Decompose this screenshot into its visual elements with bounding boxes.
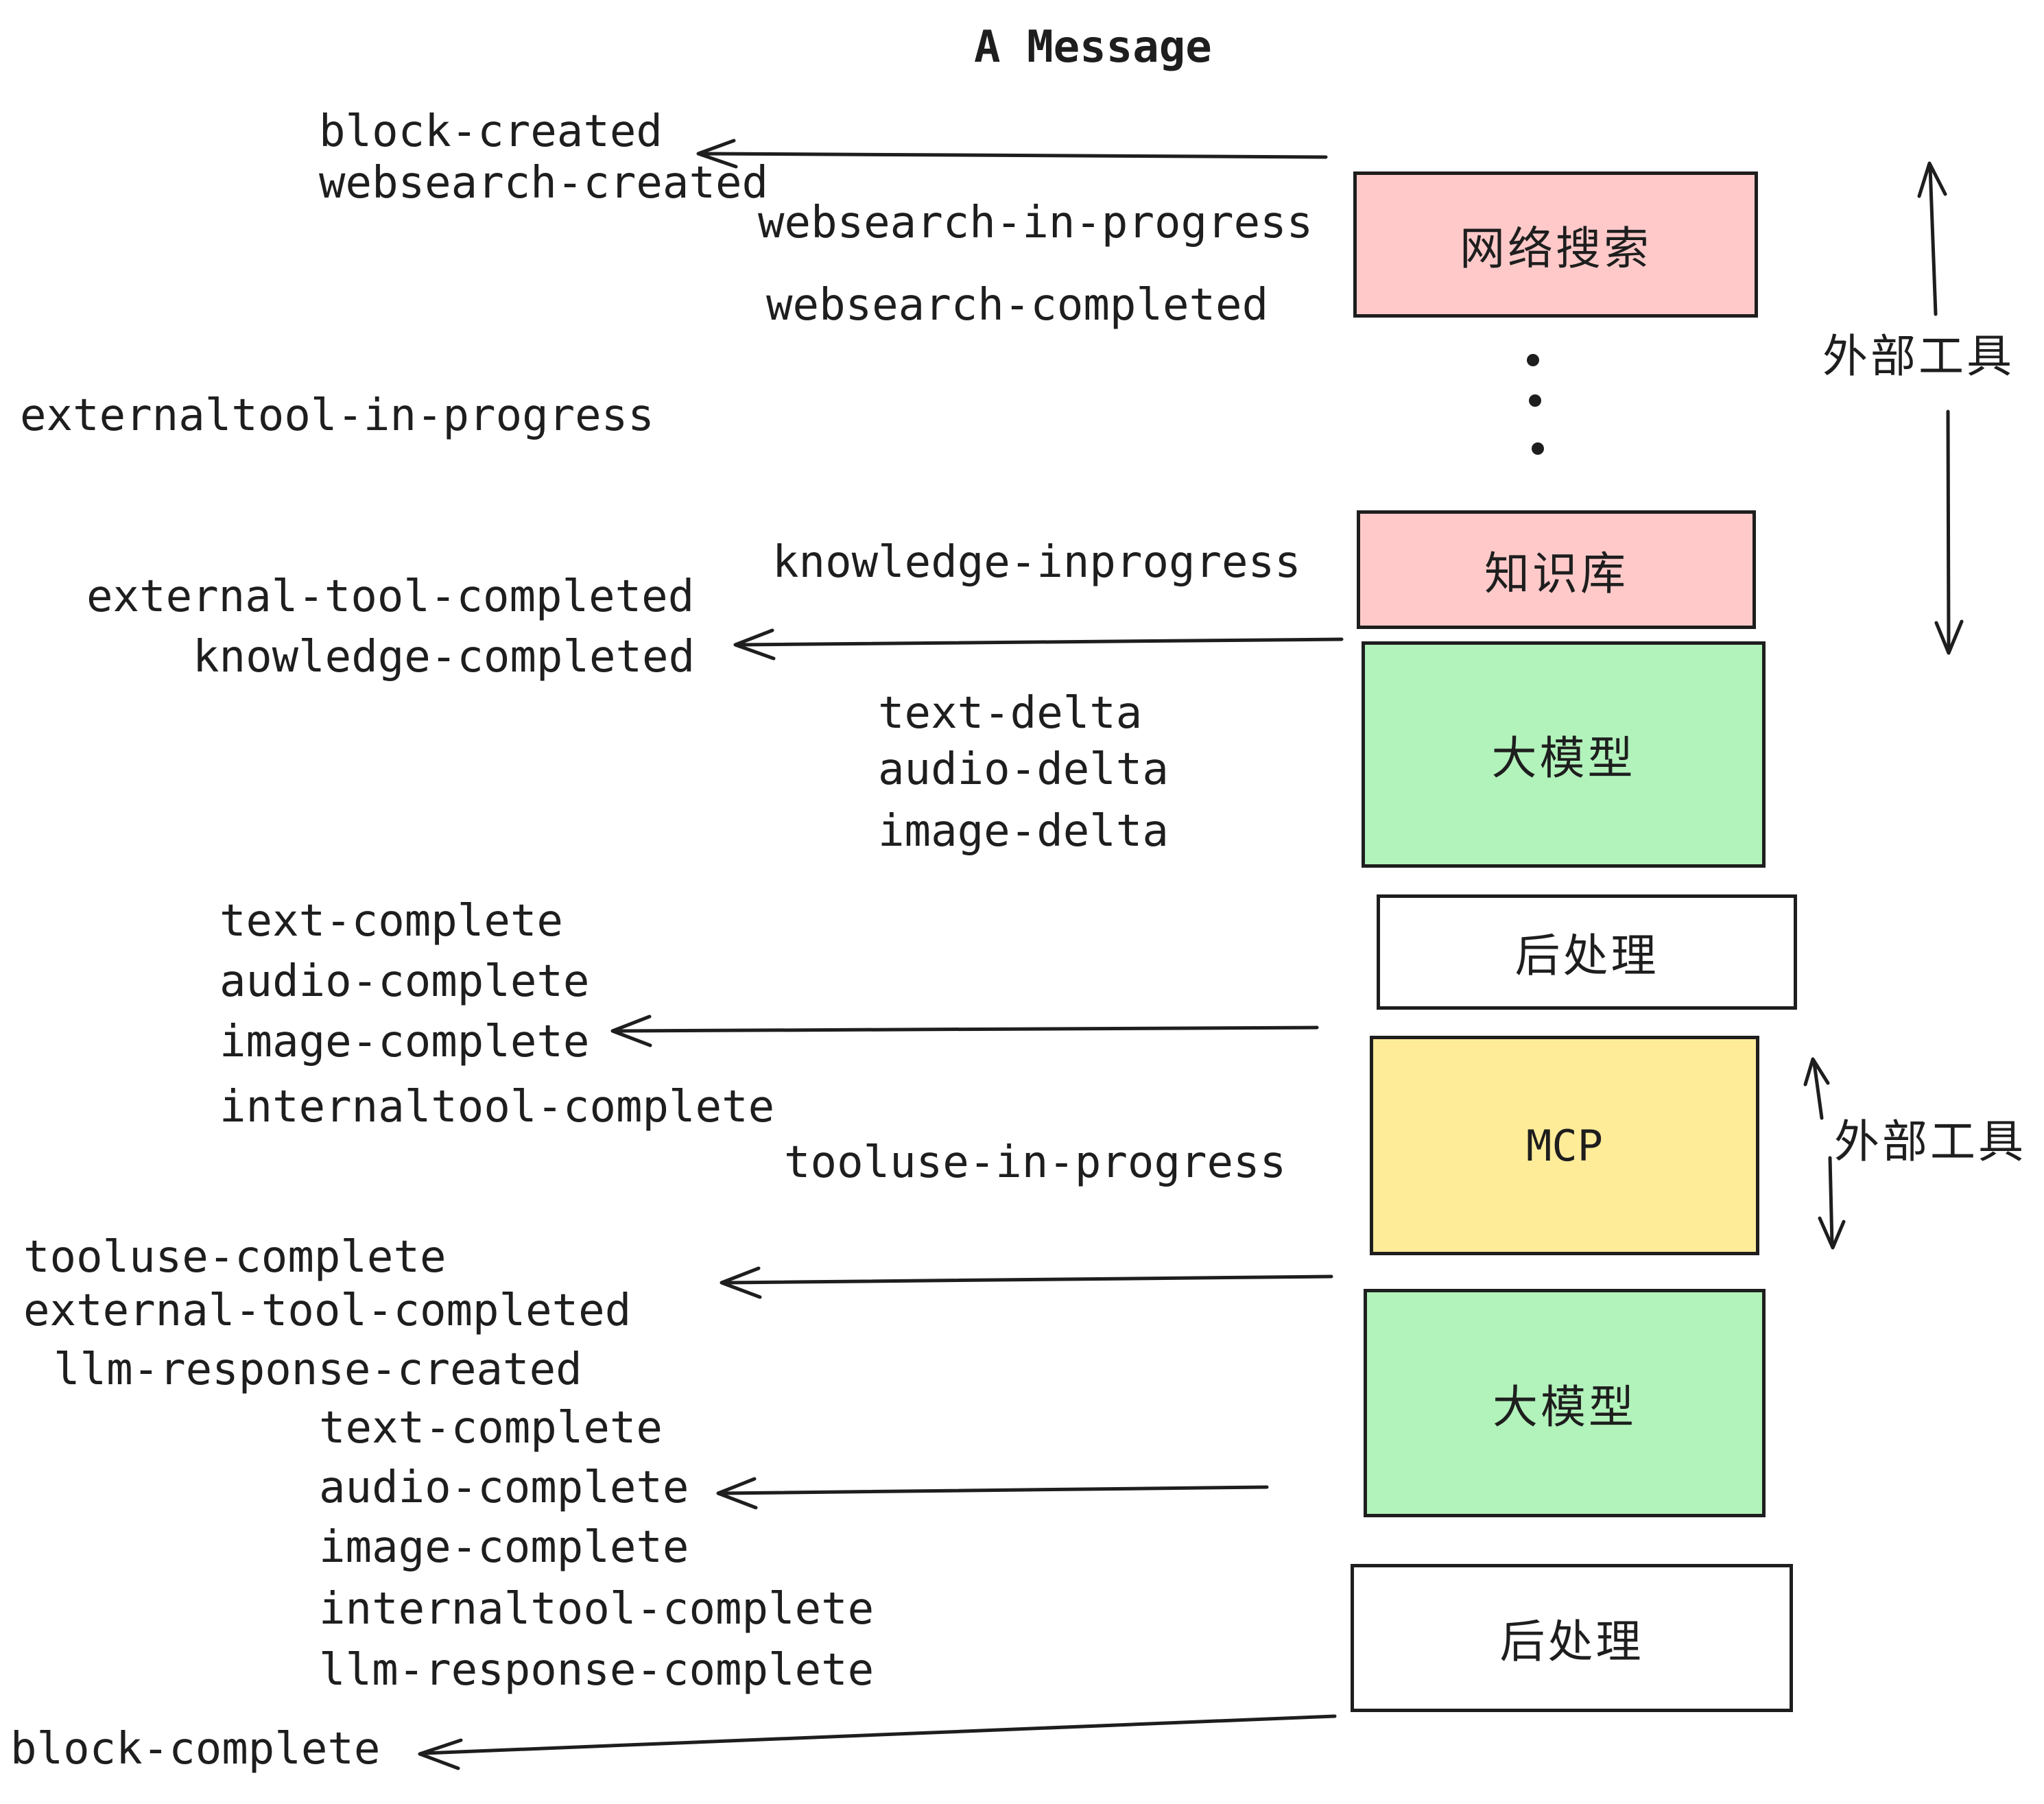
event-knowledge-inprogress: knowledge-inprogress xyxy=(772,537,1301,588)
event-websearch-completed: websearch-completed xyxy=(766,280,1269,331)
event-block-complete: block-complete xyxy=(10,1724,381,1775)
event-audio-complete-1: audio-complete xyxy=(219,956,590,1007)
arrow-to-tooluse-complete xyxy=(720,1266,1333,1299)
event-image-complete-2: image-complete xyxy=(319,1522,689,1573)
box-post-process-1: 后处理 xyxy=(1377,894,1797,1010)
box-post-process-2: 后处理 xyxy=(1351,1564,1793,1712)
event-audio-delta-1: audio-delta xyxy=(878,744,1169,795)
box-llm-1-label: 大模型 xyxy=(1491,732,1636,785)
event-websearch-created: websearch-created xyxy=(319,158,769,209)
box-post-process-2-label: 后处理 xyxy=(1499,1615,1644,1668)
event-knowledge-completed: knowledge-completed xyxy=(193,632,696,683)
arrow-to-block-created xyxy=(696,139,1328,169)
box-mcp: MCP xyxy=(1370,1036,1759,1255)
event-internaltool-complete-1: internaltool-complete xyxy=(219,1082,775,1132)
box-websearch: 网络搜索 xyxy=(1353,171,1758,318)
event-external-tool-completed-1: external-tool-completed xyxy=(86,571,695,622)
event-image-delta-1: image-delta xyxy=(878,806,1169,857)
event-websearch-in-progress: websearch-in-progress xyxy=(758,198,1314,248)
event-image-complete-1: image-complete xyxy=(219,1017,590,1067)
event-tooluse-complete: tooluse-complete xyxy=(23,1232,447,1283)
box-llm-2: 大模型 xyxy=(1364,1289,1766,1517)
double-arrow-external-tools-mcp-down xyxy=(1818,1156,1846,1250)
arrow-to-knowledge-completed xyxy=(733,628,1344,661)
event-audio-complete-2: audio-complete xyxy=(319,1462,689,1513)
event-internaltool-complete-2: internaltool-complete xyxy=(319,1584,875,1635)
double-arrow-external-tools-top-down xyxy=(1934,410,1964,655)
ellipsis-dots xyxy=(1527,354,1544,455)
box-llm-2-label: 大模型 xyxy=(1493,1380,1637,1434)
arrow-to-image-complete xyxy=(610,1014,1319,1047)
box-llm-1: 大模型 xyxy=(1362,641,1766,868)
event-block-created: block-created xyxy=(319,106,663,157)
event-externaltool-in-progress: externaltool-in-progress xyxy=(20,390,654,441)
event-llm-response-created: llm-response-created xyxy=(54,1344,582,1395)
event-llm-response-complete: llm-response-complete xyxy=(319,1645,875,1696)
event-text-complete-2: text-complete xyxy=(319,1403,663,1453)
side-label-external-tools-mcp: 外部工具 xyxy=(1834,1115,2026,1168)
event-text-delta-1: text-delta xyxy=(878,688,1143,739)
double-arrow-external-tools-mcp-up xyxy=(1803,1057,1830,1120)
box-knowledge-base: 知识库 xyxy=(1357,510,1756,629)
arrow-to-audio-complete xyxy=(716,1477,1269,1510)
box-post-process-1-label: 后处理 xyxy=(1514,929,1659,982)
event-external-tool-completed-2: external-tool-completed xyxy=(23,1285,632,1336)
side-label-external-tools-top: 外部工具 xyxy=(1822,330,2015,383)
arrow-to-block-complete xyxy=(418,1714,1337,1770)
box-mcp-label: MCP xyxy=(1526,1120,1603,1171)
event-tooluse-in-progress: tooluse-in-progress xyxy=(784,1137,1287,1188)
event-text-complete-1: text-complete xyxy=(219,896,563,947)
double-arrow-external-tools-top-up xyxy=(1917,161,1947,316)
page-title: A Message xyxy=(974,22,1212,73)
box-knowledge-base-label: 知识库 xyxy=(1484,547,1628,600)
box-websearch-label: 网络搜索 xyxy=(1460,222,1652,275)
